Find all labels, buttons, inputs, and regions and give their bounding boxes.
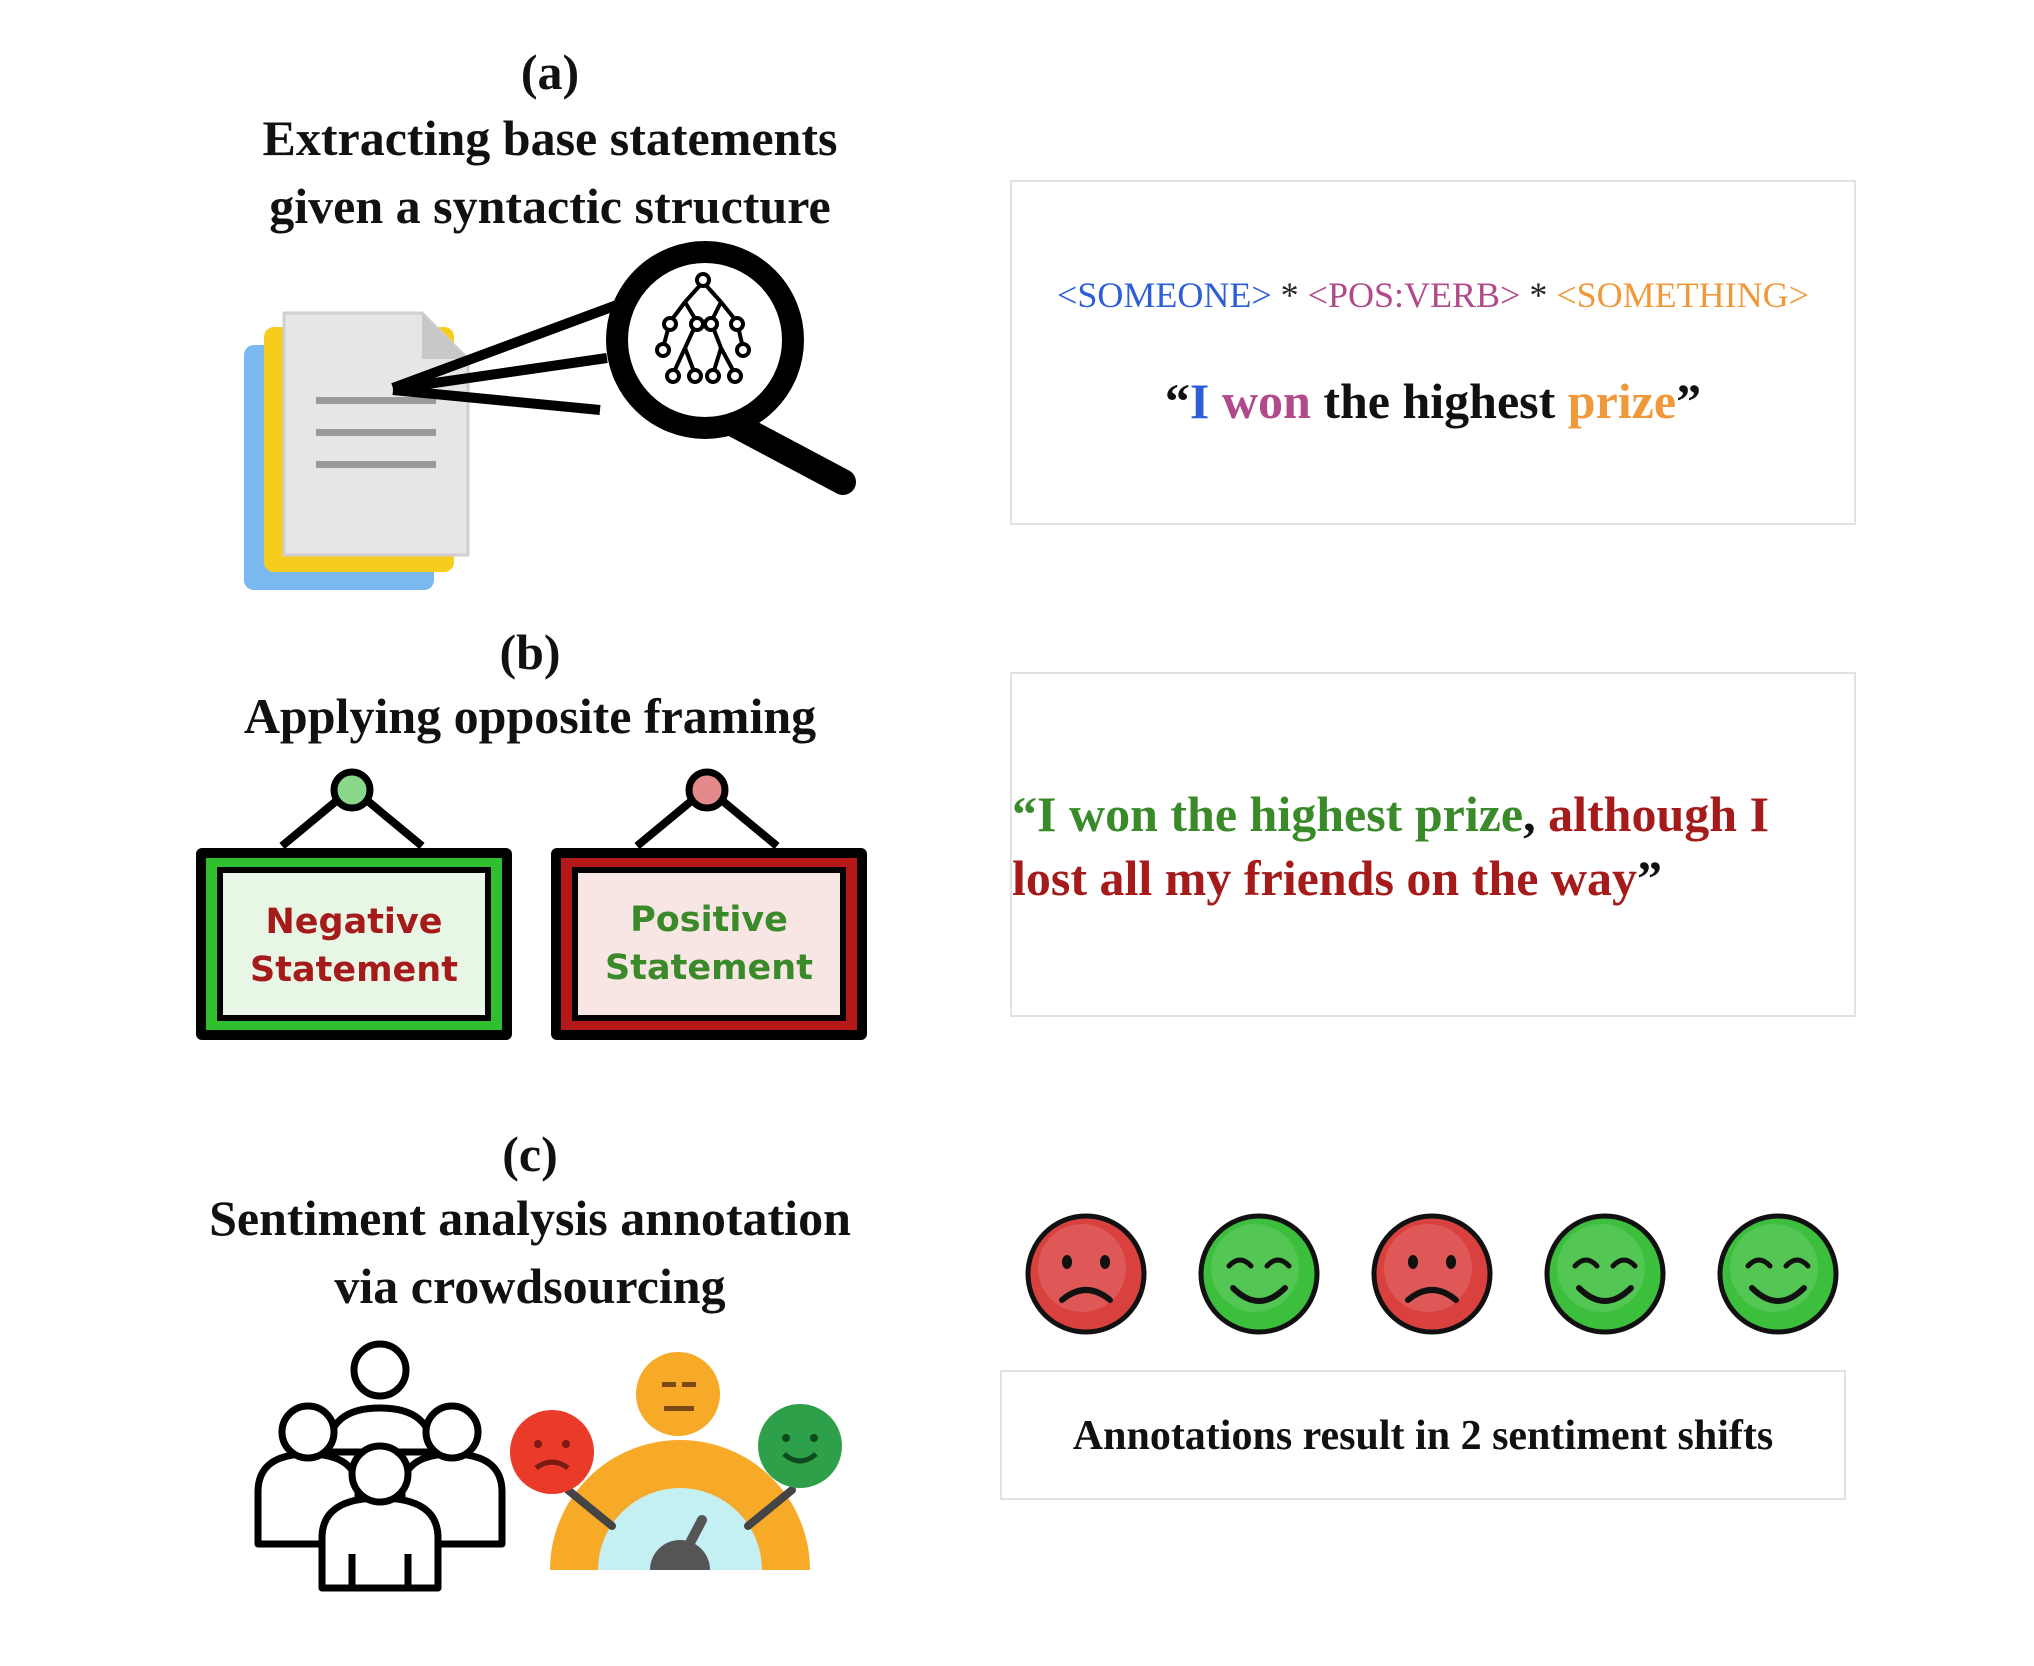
result-text: Annotations result in 2 sentiment shifts: [1072, 1413, 1774, 1459]
section-b-title: Applying opposite framing: [243, 688, 817, 744]
close-quote: ”: [1676, 373, 1702, 429]
happy-face-icon: [1544, 1213, 1666, 1335]
open-quote: “: [1164, 373, 1190, 429]
example-statement: “I won the highest prize”: [1012, 372, 1854, 430]
magnifier-tree-icon: [391, 241, 856, 495]
syntactic-pattern-box: <SOMEONE> * <POS:VERB> * <SOMETHING> “I …: [1010, 180, 1856, 525]
pattern-someone: <SOMEONE>: [1057, 275, 1272, 315]
syntactic-pattern: <SOMEONE> * <POS:VERB> * <SOMETHING>: [1012, 274, 1854, 316]
pattern-sep-2: *: [1520, 275, 1557, 315]
section-a-title-line1: Extracting base statements: [262, 110, 838, 166]
example-subject: I: [1189, 373, 1210, 429]
framed-statement: “I won the highest prize, although I los…: [1012, 782, 1832, 910]
sentiment-gauge-icon: [510, 1352, 842, 1570]
sad-face-icon: [1371, 1213, 1493, 1335]
pattern-sep-1: *: [1271, 275, 1308, 315]
section-a-label: (a): [520, 44, 580, 100]
framed-close-quote: ”: [1637, 850, 1662, 906]
positive-statement-sign: Positive Statement: [551, 768, 867, 1040]
sign-left-line2: Statement: [250, 950, 458, 990]
negative-part: although I lost all my friends on the wa…: [1012, 786, 1770, 906]
section-c-title-line2: via crowdsourcing: [334, 1258, 726, 1314]
result-box: Annotations result in 2 sentiment shifts: [1000, 1370, 1846, 1500]
crowd-icon: [254, 1340, 506, 1592]
comma: ,: [1523, 786, 1549, 842]
happy-face-icon: [1717, 1213, 1839, 1335]
section-b-label: (b): [499, 624, 561, 680]
happy-face-icon: [1198, 1213, 1320, 1335]
section-a-title-line2: given a syntactic structure: [269, 178, 831, 234]
pattern-something: <SOMETHING>: [1556, 275, 1809, 315]
annotation-faces: [1025, 1213, 1839, 1335]
framed-statement-box: “I won the highest prize, although I los…: [1010, 672, 1856, 1017]
example-object: prize: [1567, 373, 1677, 429]
sign-right-line1: Positive: [630, 900, 788, 940]
sign-right-line2: Statement: [605, 948, 813, 988]
positive-part: “I won the highest prize: [1012, 786, 1524, 842]
example-verb: won: [1221, 373, 1311, 429]
sign-left-line1: Negative: [266, 902, 443, 942]
example-middle: the highest: [1323, 373, 1556, 429]
negative-statement-sign: Negative Statement: [196, 768, 512, 1040]
sad-face-icon: [1025, 1213, 1147, 1335]
pattern-verb: <POS:VERB>: [1307, 275, 1521, 315]
section-c-title-line1: Sentiment analysis annotation: [209, 1190, 851, 1246]
section-c-label: (c): [502, 1126, 558, 1182]
